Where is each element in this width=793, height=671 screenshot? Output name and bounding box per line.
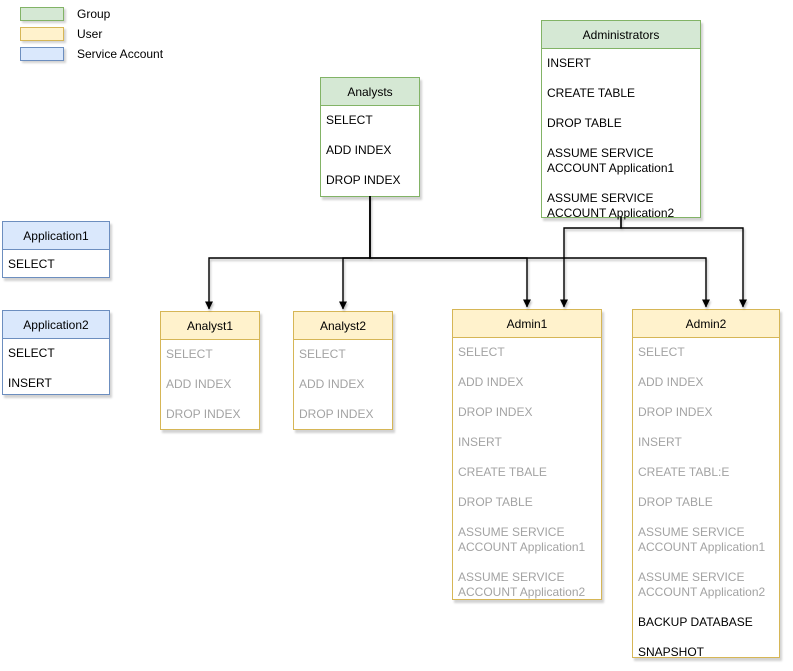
node-body: SELECT ADD INDEX DROP INDEX INSERT CREAT… (633, 338, 779, 660)
permission-item: ADD INDEX (638, 375, 704, 389)
edge-analysts-to-analyst2 (339, 196, 371, 310)
node-title: Admin1 (453, 310, 601, 338)
permission-item: ASSUME SERVICE ACCOUNT Application2 (458, 570, 586, 599)
permission-item: INSERT (638, 435, 682, 449)
permission-item: DROP TABLE (458, 495, 533, 509)
node-application2[interactable]: Application2 SELECT INSERT (2, 310, 110, 395)
permission-item: ASSUME SERVICE ACCOUNT Application1 (638, 525, 766, 554)
permission-item: CREATE TABLE (547, 86, 636, 100)
permission-item: ASSUME SERVICE ACCOUNT Application2 (547, 191, 675, 220)
legend: Group User Service Account (20, 4, 163, 64)
permission-item: SNAPSHOT (638, 645, 705, 659)
permission-item: SELECT (8, 257, 55, 271)
legend-label-service-account: Service Account (77, 47, 164, 61)
permission-item: SELECT (458, 345, 505, 359)
permission-item: INSERT (458, 435, 502, 449)
node-body: SELECT INSERT (3, 339, 109, 391)
permission-item: INSERT (547, 56, 591, 70)
node-title: Analyst2 (294, 312, 392, 340)
node-body: SELECT ADD INDEX DROP INDEX INSERT CREAT… (453, 338, 601, 600)
node-analyst1[interactable]: Analyst1 SELECT ADD INDEX DROP INDEX (160, 311, 260, 430)
user-swatch[interactable] (20, 27, 64, 41)
permission-item: DROP INDEX (299, 407, 374, 421)
legend-row-service-account: Service Account (20, 44, 163, 64)
permission-item: SELECT (8, 346, 55, 360)
node-application1[interactable]: Application1 SELECT (2, 221, 110, 278)
permission-item: DROP TABLE (547, 116, 622, 130)
node-body: SELECT (3, 250, 109, 272)
permission-item: ASSUME SERVICE ACCOUNT Application1 (547, 146, 675, 175)
permission-item: SELECT (299, 347, 346, 361)
edge-administrators-to-admin1 (560, 217, 622, 308)
node-title: Analysts (321, 78, 419, 106)
permission-item: DROP INDEX (166, 407, 241, 421)
service-account-swatch[interactable] (20, 47, 64, 61)
permission-item: ADD INDEX (326, 143, 392, 157)
permission-item: ADD INDEX (299, 377, 365, 391)
node-title: Administrators (542, 21, 700, 49)
permission-item: DROP INDEX (326, 173, 401, 187)
permission-item: DROP INDEX (638, 405, 713, 419)
node-title: Admin2 (633, 310, 779, 338)
node-body: INSERT CREATE TABLE DROP TABLE ASSUME SE… (542, 49, 700, 221)
node-title: Application2 (3, 311, 109, 339)
permission-item: SELECT (326, 113, 373, 127)
node-admin1[interactable]: Admin1 SELECT ADD INDEX DROP INDEX INSER… (452, 309, 602, 600)
legend-row-group: Group (20, 4, 163, 24)
node-body: SELECT ADD INDEX DROP INDEX (321, 106, 419, 188)
node-analyst2[interactable]: Analyst2 SELECT ADD INDEX DROP INDEX (293, 311, 393, 430)
node-body: SELECT ADD INDEX DROP INDEX (294, 340, 392, 422)
permission-item: SELECT (638, 345, 685, 359)
node-body: SELECT ADD INDEX DROP INDEX (161, 340, 259, 422)
permission-item: ASSUME SERVICE ACCOUNT Application2 (638, 570, 766, 599)
permission-item: ADD INDEX (166, 377, 232, 391)
permission-item: BACKUP DATABASE (638, 615, 753, 629)
group-swatch[interactable] (20, 7, 64, 21)
permission-item: SELECT (166, 347, 213, 361)
edge-analysts-to-analyst1 (205, 196, 371, 310)
legend-label-user: User (77, 27, 103, 41)
legend-row-user: User (20, 24, 163, 44)
permission-item: DROP TABLE (638, 495, 713, 509)
permission-item: ASSUME SERVICE ACCOUNT Application1 (458, 525, 586, 554)
node-analysts[interactable]: Analysts SELECT ADD INDEX DROP INDEX (320, 77, 420, 197)
node-title: Analyst1 (161, 312, 259, 340)
permission-item: INSERT (8, 376, 52, 390)
permission-item: ADD INDEX (458, 375, 524, 389)
edge-analysts-to-admin1 (369, 196, 531, 308)
node-title: Application1 (3, 222, 109, 250)
edge-administrators-to-admin2 (620, 217, 747, 308)
legend-label-group: Group (77, 7, 111, 21)
permission-item: CREATE TBALE (458, 465, 547, 479)
node-admin2[interactable]: Admin2 SELECT ADD INDEX DROP INDEX INSER… (632, 309, 780, 660)
node-administrators[interactable]: Administrators INSERT CREATE TABLE DROP … (541, 20, 701, 221)
permission-item: DROP INDEX (458, 405, 533, 419)
permission-item: CREATE TABL:E (638, 465, 730, 479)
